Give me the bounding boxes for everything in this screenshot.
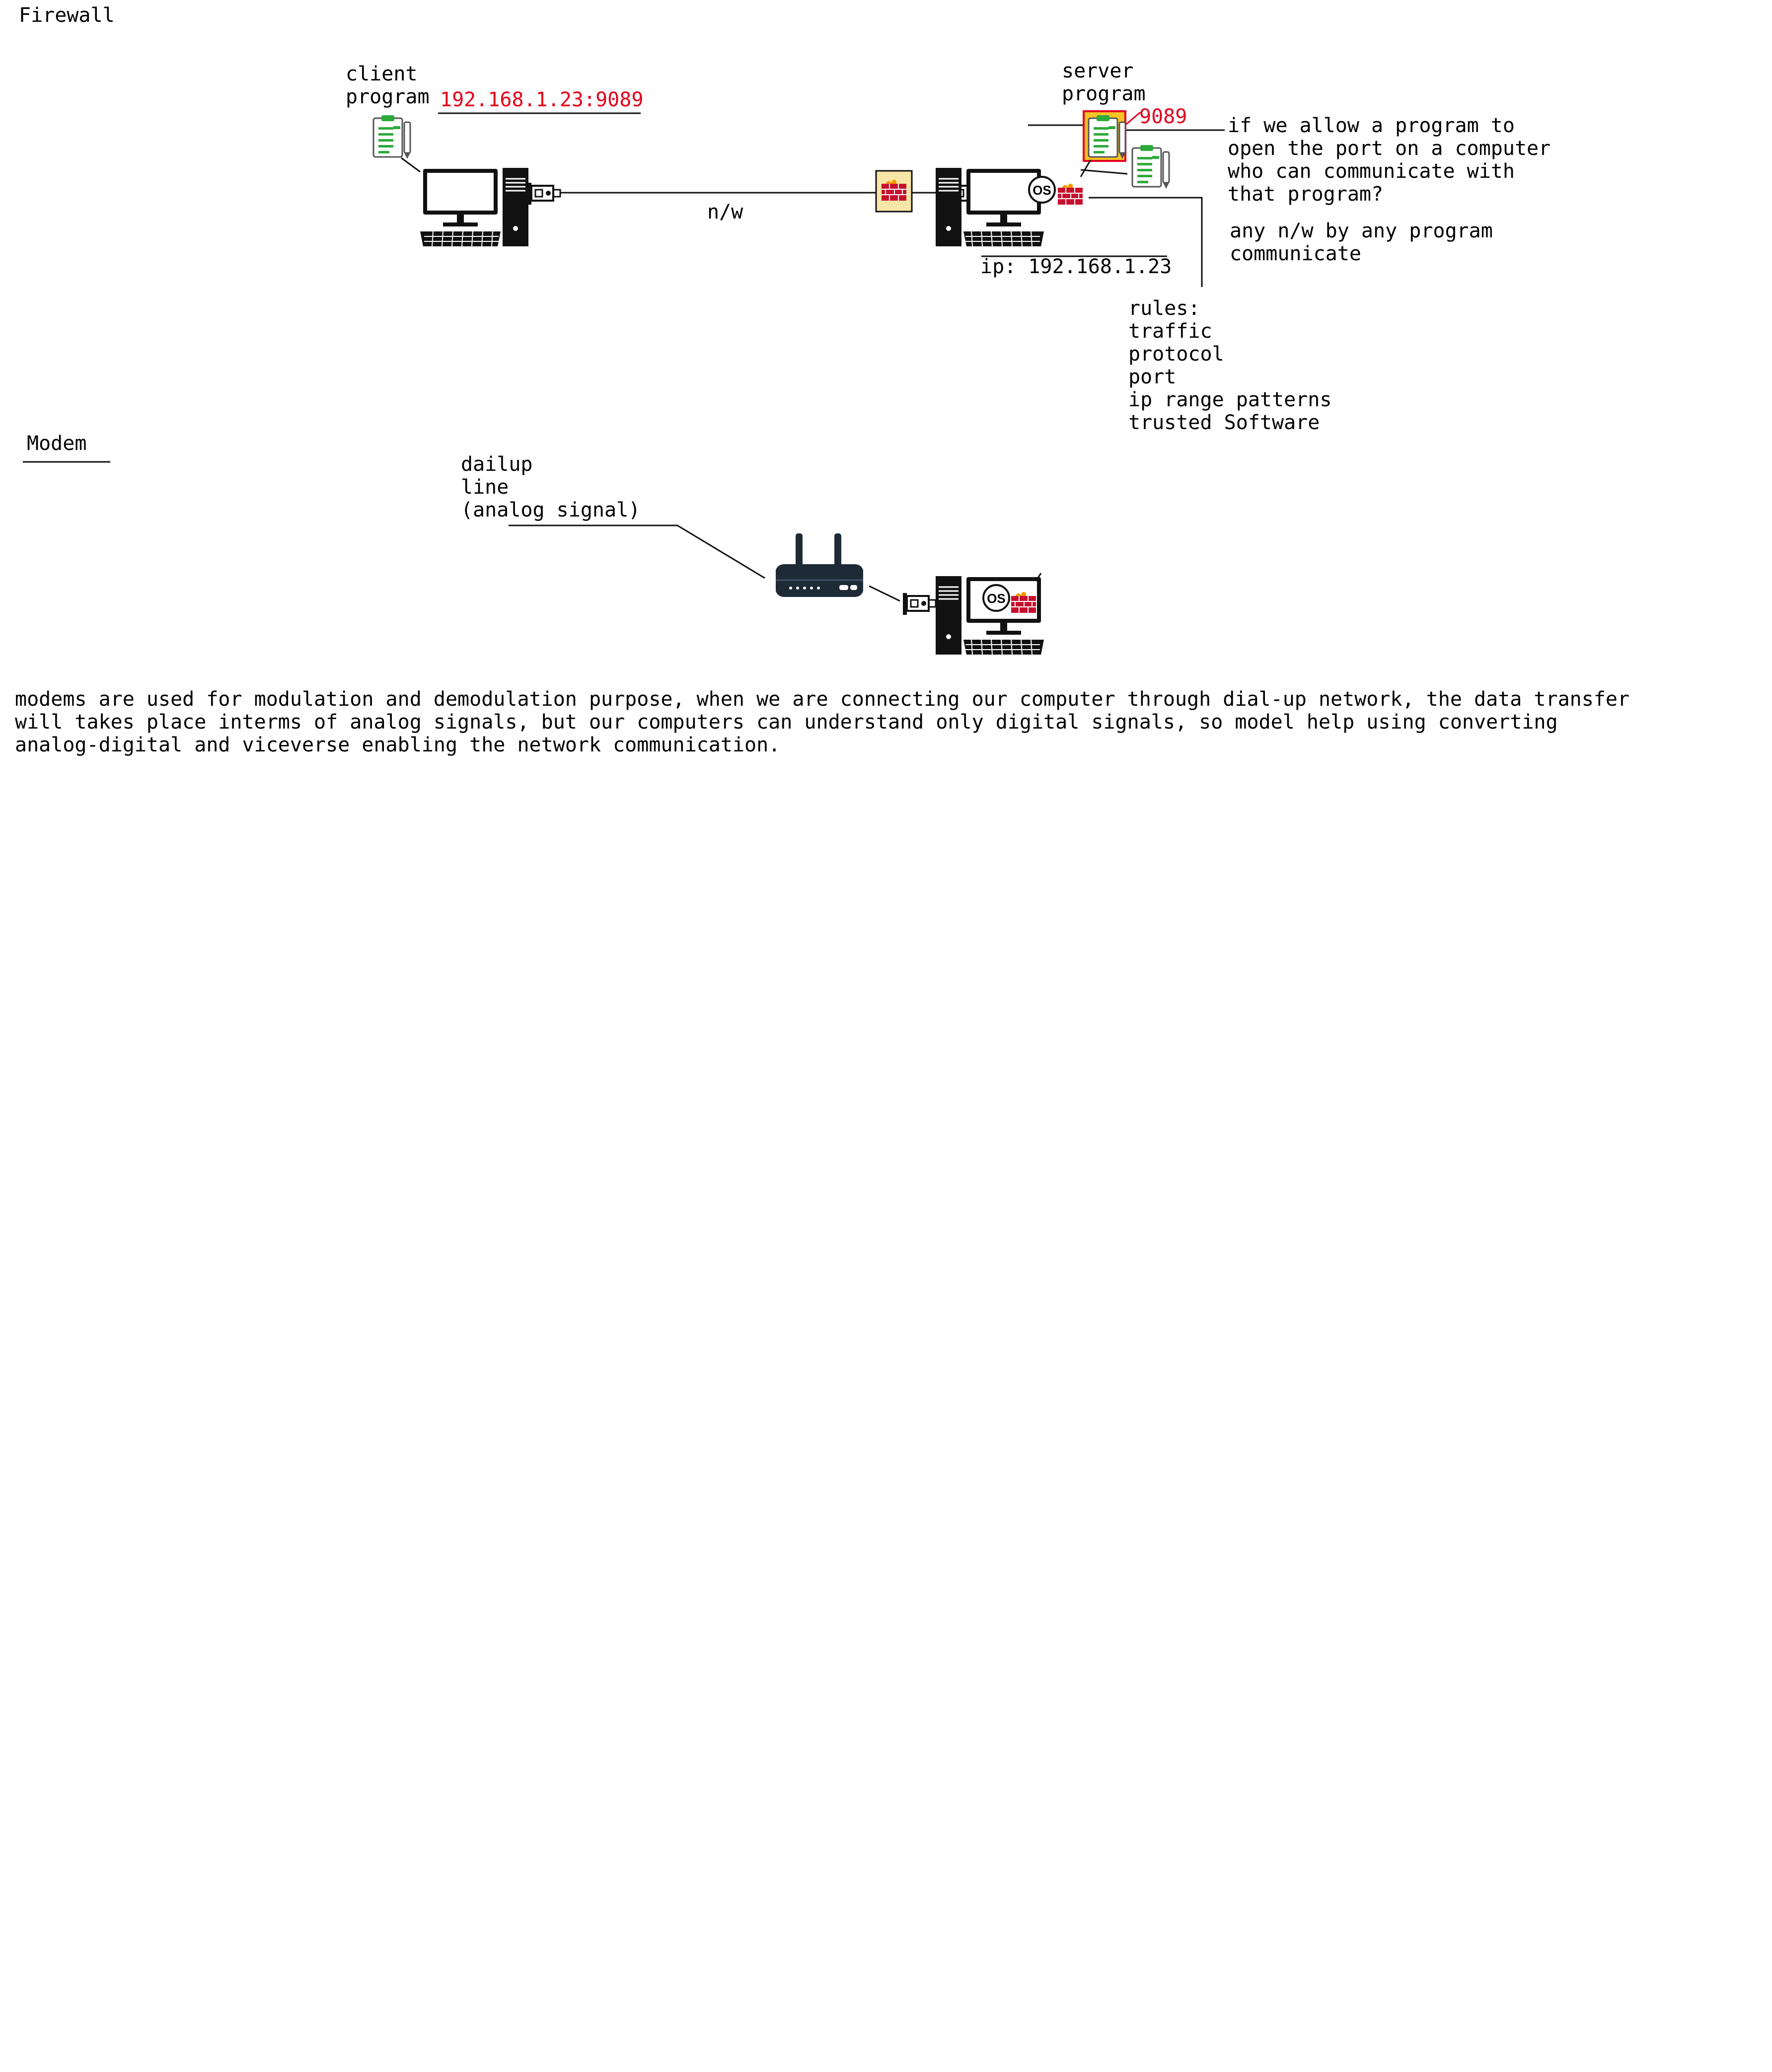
client-computer-icon	[419, 167, 529, 247]
firewall-rules-list: rules: traffic protocol port ip range pa…	[1128, 297, 1332, 434]
dialup-line-label: dailup line (analog signal)	[461, 453, 641, 521]
server-os-icon: OS	[1028, 176, 1056, 204]
modem-os-icon: OS	[982, 584, 1010, 612]
server-program-document-icon	[1083, 110, 1126, 162]
server-port-label: 9089	[1139, 105, 1187, 128]
client-address-label: 192.168.1.23:9089	[440, 88, 644, 111]
dialup-line	[509, 524, 765, 579]
modem-heading: Modem	[27, 432, 87, 455]
rules-connector-line	[1089, 197, 1203, 287]
server-computer-icon	[935, 167, 1045, 247]
port-pointer-line	[1126, 111, 1141, 125]
firewall-answer: any n/w by any program communicate	[1230, 220, 1493, 265]
modem-to-pc-line	[869, 585, 900, 602]
second-doc-connector	[1080, 169, 1128, 175]
modem-router-icon	[776, 533, 863, 597]
server-program-connector	[1080, 159, 1092, 177]
server-program-label: server program	[1062, 60, 1146, 105]
client-program-label: client program	[346, 63, 430, 108]
server-firewall-icon	[1057, 183, 1083, 205]
modem-network-card-icon	[902, 592, 937, 616]
client-network-card-icon	[526, 182, 561, 206]
network-label: n/w	[707, 201, 743, 223]
second-server-document-icon	[1131, 144, 1170, 190]
firewall-heading: Firewall	[19, 4, 115, 27]
client-doc-connector	[401, 157, 421, 173]
svg-text:OS: OS	[1033, 183, 1051, 198]
modem-description: modems are used for modulation and demod…	[15, 688, 1630, 756]
client-program-document-icon	[372, 114, 411, 160]
firewall-question: if we allow a program to open the port o…	[1228, 114, 1551, 206]
modem-pc-tick	[1035, 573, 1042, 582]
server-ip-label: ip: 192.168.1.23	[980, 255, 1172, 278]
svg-text:OS: OS	[987, 591, 1006, 606]
network-firewall-icon	[875, 170, 913, 213]
